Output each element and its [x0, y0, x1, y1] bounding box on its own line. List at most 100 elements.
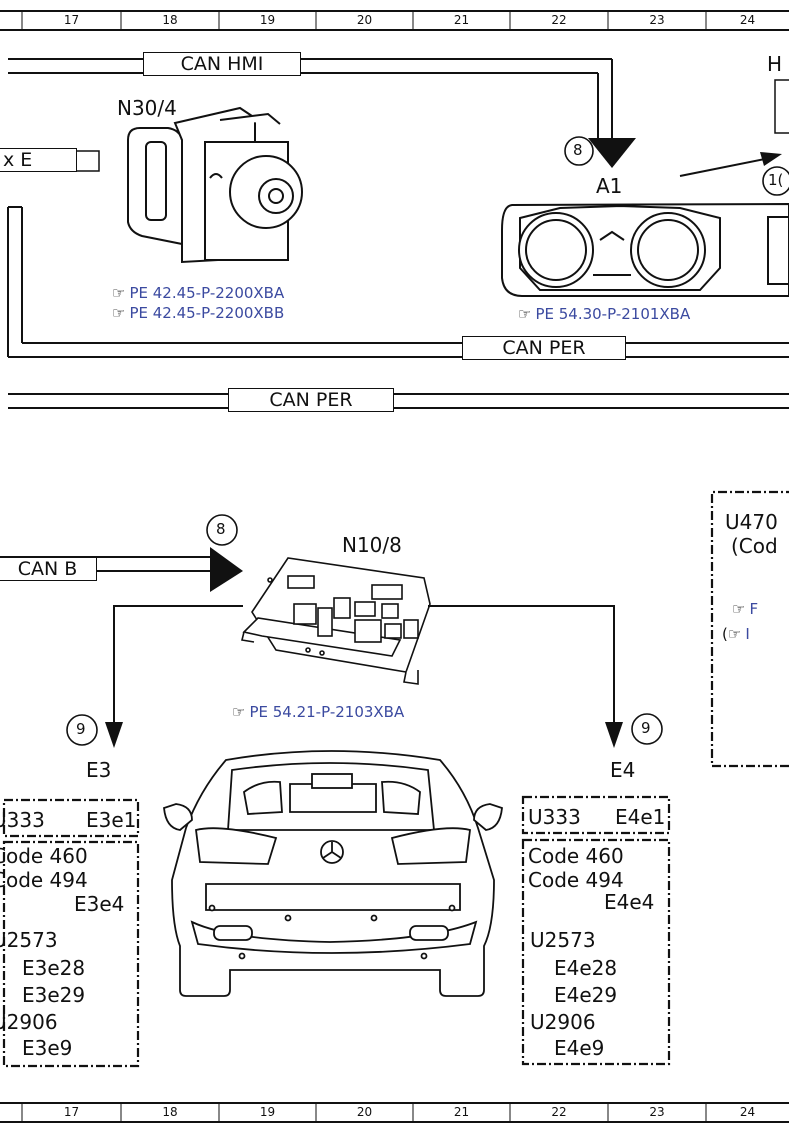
e4-e4e9: E4e9: [554, 1036, 605, 1060]
can-hmi-arrow: [588, 138, 636, 168]
column-24: 24: [739, 13, 756, 27]
circle-8-top-shape: [564, 136, 594, 166]
e3-label: E3: [86, 758, 112, 782]
column-20: 20: [356, 13, 373, 27]
vehicle-rear-view: [163, 750, 503, 997]
h-module-partial: [774, 79, 789, 134]
e3-e3e29: E3e29: [22, 983, 86, 1007]
column-22: 22: [551, 13, 567, 27]
pointing-hand-icon: ☞: [518, 305, 532, 323]
circle-8-mid-shape: [206, 514, 238, 546]
can-b-arrow: [210, 547, 243, 592]
n30-4-reference-b[interactable]: ☞PE 42.45-P-2200XBB: [112, 304, 284, 322]
u470-reference-a-text: F: [749, 600, 759, 618]
top-grid-ruler: 17 18 19 20 21 22 23 24: [0, 10, 789, 31]
e3-part-e3e4: E3e4: [74, 892, 125, 916]
n30-4-reference-b-text: PE 42.45-P-2200XBB: [129, 304, 285, 322]
circle-8-top: 8: [573, 141, 583, 159]
h-signal-line: [679, 157, 771, 177]
e3-u2573: U2573: [0, 928, 58, 952]
can-per-upper-bus: [7, 206, 789, 358]
e4-e4e29: E4e29: [554, 983, 618, 1007]
n30-4-reference-a-text: PE 42.45-P-2200XBA: [129, 284, 285, 302]
can-hmi-label: CAN HMI: [143, 52, 301, 76]
column-23: 23: [649, 1105, 665, 1119]
column-19: 19: [259, 1105, 276, 1119]
bottom-ruler-lines: [0, 1102, 789, 1123]
e3-code-494: Code 494: [0, 868, 88, 892]
h-signal-arrow: [760, 152, 782, 166]
can-hmi-bus: [8, 58, 613, 138]
column-17: 17: [63, 1105, 80, 1119]
e4-variant-boxes: [521, 795, 671, 1066]
column-22: 22: [551, 1105, 567, 1119]
box-e-label: x E: [0, 148, 77, 172]
a1-reference-text: PE 54.30-P-2101XBA: [535, 305, 691, 323]
e3-feed-line: [113, 605, 243, 722]
e3-feed-arrow: [105, 722, 123, 748]
pointing-hand-icon: ☞: [112, 284, 126, 302]
e3-header-code: U333: [0, 808, 45, 832]
pointing-hand-icon: ☞: [112, 304, 126, 322]
column-19: 19: [259, 13, 276, 27]
a1-reference[interactable]: ☞PE 54.30-P-2101XBA: [518, 305, 690, 323]
u470-label: U470: [725, 510, 778, 534]
e4-code-460: Code 460: [528, 844, 624, 868]
e3-variant-boxes: [2, 798, 140, 1068]
e4-feed-line: [428, 605, 615, 722]
e4-part-e4e4: E4e4: [604, 890, 655, 914]
u470-code-label: (Cod: [731, 534, 778, 558]
column-18: 18: [162, 13, 178, 27]
h-partial-label: H: [767, 52, 783, 76]
e4-u2906: U2906: [530, 1010, 596, 1034]
pointing-hand-icon: ☞: [732, 600, 746, 618]
e3-e3e9: E3e9: [22, 1036, 73, 1060]
circle-8-mid: 8: [216, 520, 226, 538]
circle-9-left-shape: [66, 714, 98, 746]
column-17: 17: [63, 13, 80, 27]
n30-4-esp-unit: [127, 106, 303, 264]
u470-reference-b[interactable]: (☞I: [722, 625, 750, 643]
circle-9-right-shape: [631, 713, 663, 745]
column-20: 20: [356, 1105, 373, 1119]
pointing-hand-icon: ☞: [727, 625, 742, 643]
column-24: 24: [739, 1105, 756, 1119]
pointing-hand-icon: ☞: [232, 703, 246, 721]
u470-variant-box: [710, 490, 789, 768]
can-per-lower-label: CAN PER: [228, 388, 394, 412]
n10-8-module: [241, 557, 431, 685]
a1-instrument-cluster: [501, 202, 789, 297]
e3-code-460: Code 460: [0, 844, 88, 868]
u470-reference-a[interactable]: ☞F: [732, 600, 758, 618]
column-23: 23: [649, 13, 665, 27]
circle-9-left: 9: [76, 720, 86, 738]
n10-8-label: N10/8: [342, 533, 402, 557]
can-b-label: CAN B: [0, 557, 97, 581]
can-per-lower-bus: [8, 393, 789, 409]
e3-header-part: E3e1: [86, 808, 137, 832]
top-ruler-lines: [0, 10, 789, 31]
e4-feed-arrow: [605, 722, 623, 748]
e3-u2906: U2906: [0, 1010, 58, 1034]
e3-e3e28: E3e28: [22, 956, 86, 980]
e4-code-494: Code 494: [528, 868, 624, 892]
circle-10-partial-shape: [762, 166, 789, 196]
can-per-upper-label: CAN PER: [462, 336, 626, 360]
e4-header-part: E4e1: [615, 805, 666, 829]
n10-8-reference-text: PE 54.21-P-2103XBA: [249, 703, 405, 721]
open-paren: (: [722, 625, 728, 643]
circle-10-partial: 1(: [768, 171, 784, 189]
n30-4-label: N30/4: [117, 96, 177, 120]
n30-4-reference-a[interactable]: ☞PE 42.45-P-2200XBA: [112, 284, 284, 302]
e4-u2573: U2573: [530, 928, 596, 952]
n10-8-reference[interactable]: ☞PE 54.21-P-2103XBA: [232, 703, 404, 721]
column-21: 21: [453, 13, 470, 27]
a1-label: A1: [596, 174, 623, 198]
column-18: 18: [162, 1105, 178, 1119]
u470-reference-b-text: I: [745, 625, 750, 643]
bottom-grid-ruler: 17 18 19 20 21 22 23 24: [0, 1102, 789, 1123]
circle-9-right: 9: [641, 719, 651, 737]
e4-e4e28: E4e28: [554, 956, 618, 980]
e4-header-code: U333: [528, 805, 581, 829]
